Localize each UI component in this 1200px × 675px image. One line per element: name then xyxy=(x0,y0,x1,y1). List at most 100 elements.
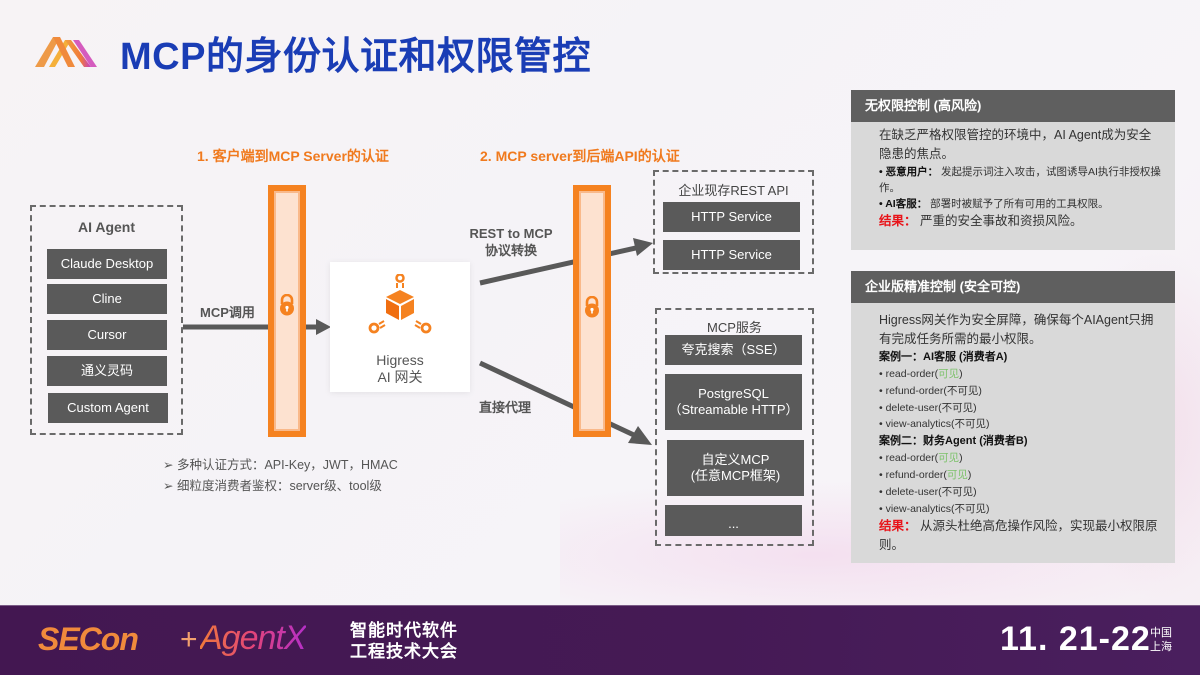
gateway-cube-icon xyxy=(368,274,432,334)
agent-item-cline[interactable]: Cline xyxy=(47,284,167,314)
visibility-status: 不可见 xyxy=(941,401,974,414)
case1-title: 案例一：AI客服 (消费者A) xyxy=(879,351,1008,363)
section2-heading: 2. MCP server到后端API的认证 xyxy=(480,148,680,164)
conference-name-line2: 工程技术大会 xyxy=(350,642,458,661)
agentx-logo: AgentX xyxy=(200,619,307,657)
mcp-service-name: 夸克搜索（SSE） xyxy=(681,341,786,357)
risk-item-text: 发起提示词注入攻击，试图诱导AI执行非授权操作。 xyxy=(879,166,1161,194)
close-paren: ) xyxy=(973,485,977,498)
higress-gateway-box[interactable]: Higress AI 网关 xyxy=(330,262,470,392)
lock-icon xyxy=(280,294,294,316)
mcp-service-group: MCP服务 夸克搜索（SSE） PostgreSQL （Streamable H… xyxy=(655,308,814,546)
no-permission-control-panel: 无权限控制 (高风险) 在缺乏严格权限管控的环境中，AI Agent成为安全隐患… xyxy=(851,90,1175,250)
result-text: 严重的安全事故和资损风险。 xyxy=(920,214,1083,228)
visibility-status: 不可见 xyxy=(954,418,986,431)
tool-name: • view-analytics( xyxy=(879,502,955,515)
result-label: 结果： xyxy=(879,519,917,534)
visibility-status: 可见 xyxy=(938,368,960,380)
conference-footer: SECon + AgentX 智能时代软件 工程技术大会 11. 21-22 中… xyxy=(0,605,1200,675)
tool-name: • delete-user( xyxy=(879,401,942,414)
secon-logo: SECon xyxy=(38,621,139,657)
auth-gate-1 xyxy=(268,185,306,437)
location-line1: 中国 xyxy=(1150,627,1172,639)
permission-item: • delete-user(不可见) xyxy=(879,400,1161,417)
rest-to-mcp-label-line2: 协议转换 xyxy=(484,243,537,258)
case1-permissions: • read-order(可见)• refund-order(不可见)• del… xyxy=(879,366,1161,433)
close-paren: ) xyxy=(959,452,963,465)
enterprise-precise-control-panel: 企业版精准控制 (安全可控) Higress网关作为安全屏障，确保每个AIAge… xyxy=(851,271,1175,563)
mcp-service-quark-search[interactable]: 夸克搜索（SSE） xyxy=(665,335,802,365)
rest-api-group-label: 企业现存REST API xyxy=(678,183,789,198)
gateway-subtitle: AI 网关 xyxy=(377,369,423,385)
rest-to-mcp-label: REST to MCP 协议转换 xyxy=(466,225,556,259)
visibility-status: 可见 xyxy=(938,452,960,465)
visibility-status: 不可见 xyxy=(941,485,974,498)
permission-item: • delete-user(不可见) xyxy=(879,484,1161,501)
location-line2: 上海 xyxy=(1150,641,1172,653)
lock-icon xyxy=(585,296,599,318)
mcp-service-more[interactable]: ... xyxy=(665,505,802,536)
agent-item-cursor[interactable]: Cursor xyxy=(47,320,167,350)
conference-name-line1: 智能时代软件 xyxy=(350,621,458,640)
visibility-status: 不可见 xyxy=(946,384,979,397)
mcp-service-transport: （Streamable HTTP） xyxy=(668,402,799,417)
case2-title: 案例二：财务Agent (消费者B) xyxy=(879,435,1028,448)
mcp-service-framework: (任意MCP框架) xyxy=(690,468,781,483)
visibility-status: 可见 xyxy=(946,468,968,481)
http-service-item[interactable]: HTTP Service xyxy=(663,240,800,270)
section1-heading: 1. 客户端到MCP Server的认证 xyxy=(197,148,389,164)
direct-proxy-label: 直接代理 xyxy=(479,400,532,415)
panel-title: 企业版精准控制 (安全可控) xyxy=(851,271,1175,303)
permission-item: • refund-order(不可见) xyxy=(879,383,1161,400)
conference-name: 智能时代软件 工程技术大会 xyxy=(350,620,458,662)
mcp-service-name: PostgreSQL xyxy=(698,385,769,401)
agent-item-tongyi-lingma[interactable]: 通义灵码 xyxy=(47,356,167,386)
panel-title: 无权限控制 (高风险) xyxy=(851,90,1175,122)
agent-item-claude-desktop[interactable]: Claude Desktop xyxy=(47,249,167,279)
conference-location: 中国 上海 xyxy=(1150,626,1172,654)
risk-item-malicious-user: • 恶意用户： 发起提示词注入攻击，试图诱导AI执行非授权操作。 xyxy=(879,164,1161,196)
panel-intro: 在缺乏严格权限管控的环境中，AI Agent成为安全隐患的焦点。 xyxy=(879,128,1152,161)
panel-result: 结果： 从源头杜绝高危操作风险，实现最小权限原则。 xyxy=(879,517,1161,555)
brand-logo-icon xyxy=(35,37,97,67)
tool-name: • read-order( xyxy=(879,368,939,380)
close-paren: ) xyxy=(985,502,990,515)
close-paren: ) xyxy=(967,468,972,481)
permission-item: • refund-order(可见) xyxy=(879,467,1161,484)
rest-to-mcp-label-line1: REST to MCP xyxy=(469,226,553,241)
visibility-status: 不可见 xyxy=(954,502,986,515)
panel-result: 结果： 严重的安全事故和资损风险。 xyxy=(879,212,1161,231)
result-label: 结果： xyxy=(879,214,917,228)
risk-item-text: 部署时被赋予了所有可用的工具权限。 xyxy=(930,198,1109,210)
permission-item: • view-analytics(不可见) xyxy=(879,501,1161,518)
mcp-call-arrow xyxy=(183,319,331,335)
agent-item-custom-agent[interactable]: Custom Agent xyxy=(48,393,168,423)
case2-permissions: • read-order(可见)• refund-order(可见)• dele… xyxy=(879,450,1161,517)
risk-item-label: • AI客服： xyxy=(879,198,928,210)
tool-name: • read-order( xyxy=(879,452,939,465)
permission-item: • read-order(可见) xyxy=(879,450,1161,467)
mcp-service-custom[interactable]: 自定义MCP (任意MCP框架) xyxy=(667,440,804,496)
ai-agent-group: AI Agent Claude Desktop Cline Cursor 通义灵… xyxy=(30,205,183,435)
close-paren: ) xyxy=(973,401,977,414)
mcp-service-group-label: MCP服务 xyxy=(707,320,762,335)
auth-gate-2 xyxy=(573,185,611,437)
tool-name: • refund-order( xyxy=(879,468,947,481)
close-paren: ) xyxy=(978,384,982,397)
panel-intro: Higress网关作为安全屏障，确保每个AIAgent只拥有完成任务所需的最小权… xyxy=(879,313,1154,346)
mcp-call-label: MCP调用 xyxy=(200,305,255,320)
mcp-service-postgresql[interactable]: PostgreSQL （Streamable HTTP） xyxy=(665,374,802,430)
tool-name: • view-analytics( xyxy=(879,418,955,431)
permission-item: • view-analytics(不可见) xyxy=(879,416,1161,433)
mcp-service-name: 自定义MCP xyxy=(701,451,770,467)
close-paren: ) xyxy=(985,418,990,431)
rest-api-group: 企业现存REST API HTTP Service HTTP Service xyxy=(653,170,814,274)
tool-name: • delete-user( xyxy=(879,485,942,498)
tool-name: • refund-order( xyxy=(879,384,947,397)
auth-features-list: ➢ 多种认证方式：API-Key，JWT，HMAC ➢ 细粒度消费者鉴权：ser… xyxy=(163,455,398,497)
logo-plus: + xyxy=(180,623,198,656)
result-text: 从源头杜绝高危操作风险，实现最小权限原则。 xyxy=(879,519,1158,553)
http-service-item[interactable]: HTTP Service xyxy=(663,202,800,232)
auth-feature-item: ➢ 细粒度消费者鉴权：server级、tool级 xyxy=(163,479,382,493)
conference-date: 11. 21-22 xyxy=(1000,620,1151,658)
